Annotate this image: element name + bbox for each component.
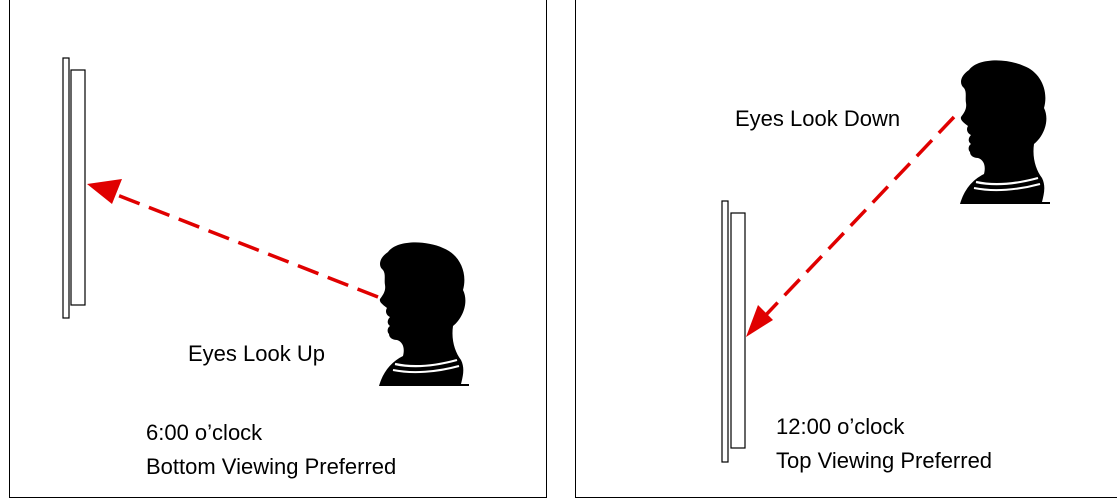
clock-position-label: 6:00 o’clock <box>146 418 262 447</box>
woman-silhouette-icon <box>379 242 469 386</box>
viewing-preference-label: Top Viewing Preferred <box>776 446 992 475</box>
eyes-look-down-label: Eyes Look Down <box>735 104 900 133</box>
left-panel-illustration <box>10 0 548 498</box>
gaze-arrow-down <box>746 117 954 337</box>
gaze-arrow-up <box>87 179 378 297</box>
left-panel: Eyes Look Up 6:00 o’clock Bottom Viewing… <box>9 0 547 498</box>
clock-position-label: 12:00 o’clock <box>776 412 904 441</box>
right-panel: Eyes Look Down 12:00 o’clock Top Viewing… <box>575 0 1117 498</box>
woman-silhouette-icon <box>960 60 1050 204</box>
monitor-icon <box>722 201 745 462</box>
eyes-look-up-label: Eyes Look Up <box>188 339 325 368</box>
viewing-preference-label: Bottom Viewing Preferred <box>146 452 396 481</box>
monitor-icon <box>63 58 85 318</box>
